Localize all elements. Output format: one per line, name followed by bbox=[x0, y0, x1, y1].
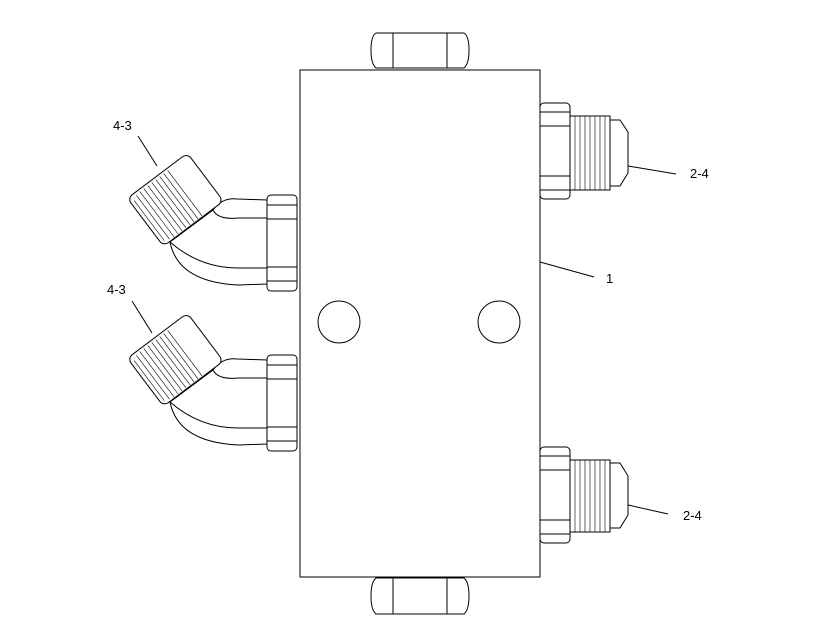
leader-line-part-1 bbox=[539, 261, 595, 278]
mounting-hole-left bbox=[317, 300, 361, 344]
callout-elbow-lower-left: 4-3 bbox=[107, 282, 126, 297]
elbow-fitting-lower-left bbox=[129, 315, 298, 452]
callout-part-1: 1 bbox=[606, 271, 613, 286]
bottom-hex-nut bbox=[370, 577, 470, 615]
callout-fitting-lower-right: 2-4 bbox=[683, 508, 702, 523]
leader-line-elbow-upper-left bbox=[137, 135, 158, 167]
callout-elbow-upper-left: 4-3 bbox=[113, 118, 132, 133]
valve-body bbox=[299, 69, 541, 578]
leader-line-fitting-upper-right bbox=[627, 165, 677, 175]
leader-line-elbow-lower-left bbox=[131, 300, 153, 334]
elbow-fitting-upper-left bbox=[129, 155, 298, 292]
top-hex-nut bbox=[370, 32, 470, 69]
straight-fitting-lower-right bbox=[539, 446, 629, 544]
mounting-hole-right bbox=[477, 300, 521, 344]
leader-line-fitting-lower-right bbox=[627, 504, 669, 515]
straight-fitting-upper-right bbox=[539, 102, 629, 200]
callout-fitting-upper-right: 2-4 bbox=[690, 166, 709, 181]
